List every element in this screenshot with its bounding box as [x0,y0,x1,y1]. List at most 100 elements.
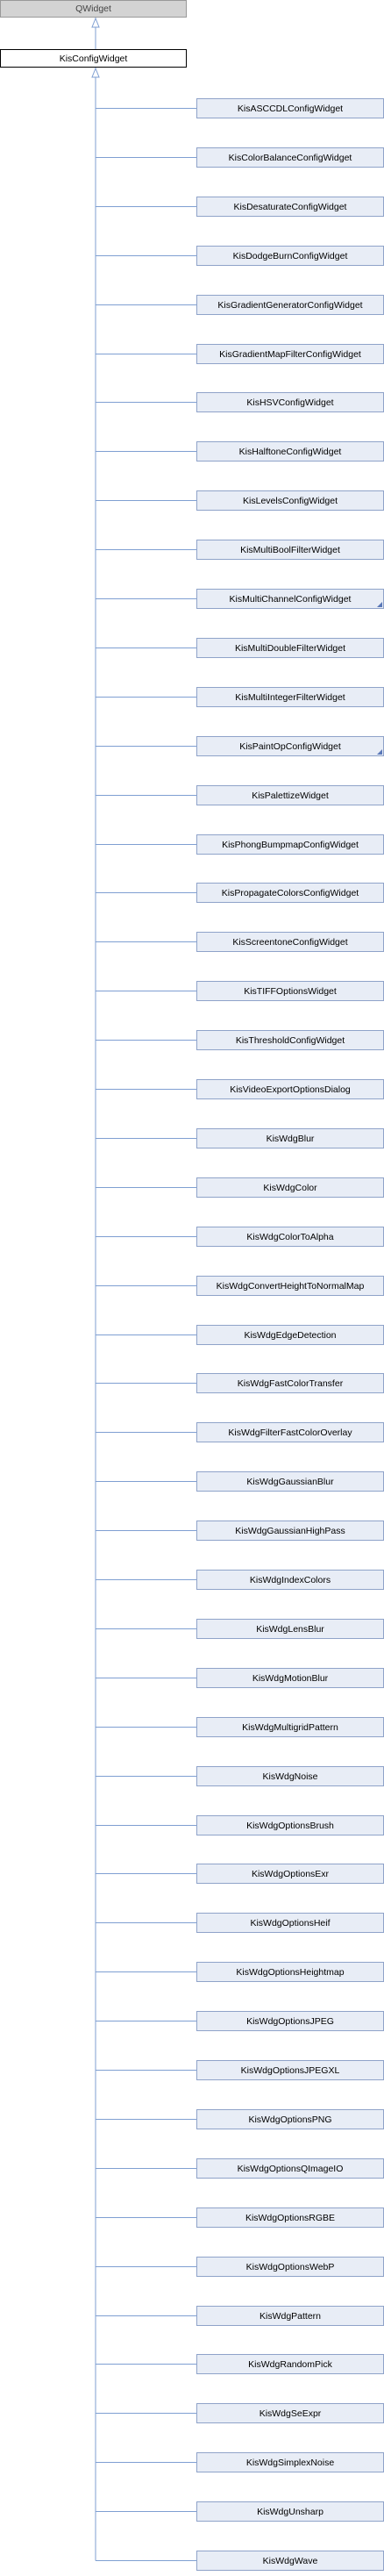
class-node-label: KisWdgIndexColors [249,1574,331,1585]
class-node-label: KisLevelsConfigWidget [243,495,338,506]
class-node-kis-wdg-options-heightmap[interactable]: KisWdgOptionsHeightmap [196,1962,384,1982]
class-node-kis-wdg-options-png[interactable]: KisWdgOptionsPNG [196,2109,384,2129]
class-node-label: KisWdgNoise [262,1771,318,1782]
class-node-kis-asccdl-config-widget[interactable]: KisASCCDLConfigWidget [196,98,384,118]
class-node-label: KisWdgOptionsHeightmap [236,1966,345,1978]
class-node-kis-wdg-se-expr[interactable]: KisWdgSeExpr [196,2403,384,2423]
class-node-kisconfigwidget[interactable]: KisConfigWidget [0,49,187,68]
class-node-kis-desaturate-config-widget[interactable]: KisDesaturateConfigWidget [196,197,384,217]
class-node-kis-levels-config-widget[interactable]: KisLevelsConfigWidget [196,490,384,511]
class-node-label: KisPalettizeWidget [252,790,329,801]
class-node-kis-gradient-generator-config-widget[interactable]: KisGradientGeneratorConfigWidget [196,295,384,315]
class-node-label: KisWdgOptionsWebP [245,2261,335,2272]
subclass-marker-icon [377,602,382,607]
class-node-label: KisWdgColorToAlpha [246,1231,334,1242]
class-node-label: KisScreentoneConfigWidget [232,936,348,948]
class-node-label: KisWdgColor [263,1182,317,1193]
class-node-kis-wdg-convert-height-to-normal-map[interactable]: KisWdgConvertHeightToNormalMap [196,1276,384,1296]
class-node-label: KisWdgOptionsPNG [248,2114,332,2125]
class-node-kis-multi-channel-config-widget[interactable]: KisMultiChannelConfigWidget [196,589,384,609]
class-node-label: KisHSVConfigWidget [246,397,334,408]
class-node-label: KisWdgPattern [259,2310,322,2322]
class-node-kis-wdg-multigrid-pattern[interactable]: KisWdgMultigridPattern [196,1717,384,1737]
class-node-kis-wdg-edge-detection[interactable]: KisWdgEdgeDetection [196,1325,384,1345]
class-node-kis-wdg-filter-fast-color-overlay[interactable]: KisWdgFilterFastColorOverlay [196,1422,384,1442]
class-node-label: KisWdgOptionsQImageIO [237,2163,344,2174]
class-node-label: KisWdgSeExpr [259,2408,322,2419]
class-node-kis-wdg-options-web-p[interactable]: KisWdgOptionsWebP [196,2257,384,2277]
class-node-kis-wdg-options-exr[interactable]: KisWdgOptionsExr [196,1864,384,1884]
class-node-label: KisMultiDoubleFilterWidget [234,642,346,654]
class-node-label: KisWdgFastColorTransfer [237,1377,344,1389]
class-node-label: KisMultiIntegerFilterWidget [235,691,345,703]
class-node-qwidget[interactable]: QWidget [0,0,187,18]
class-node-kis-hsv-config-widget[interactable]: KisHSVConfigWidget [196,392,384,412]
class-node-label: KisWdgOptionsJPEGXL [240,2064,340,2076]
class-node-kis-color-balance-config-widget[interactable]: KisColorBalanceConfigWidget [196,147,384,168]
class-node-label: KisThresholdConfigWidget [235,1034,345,1046]
class-node-kis-wdg-options-heif[interactable]: KisWdgOptionsHeif [196,1913,384,1933]
class-node-kis-wdg-blur[interactable]: KisWdgBlur [196,1128,384,1148]
class-node-kis-wdg-simplex-noise[interactable]: KisWdgSimplexNoise [196,2452,384,2472]
class-node-label: KisGradientMapFilterConfigWidget [219,348,361,360]
class-node-label: KisASCCDLConfigWidget [237,103,344,114]
class-node-label: KisWdgGaussianBlur [246,1476,334,1487]
class-node-kis-wdg-options-brush[interactable]: KisWdgOptionsBrush [196,1815,384,1835]
class-node-label: KisWdgOptionsJPEG [246,2015,334,2027]
class-node-label: KisWdgRandomPick [248,2358,332,2370]
class-node-label: KisGradientGeneratorConfigWidget [217,299,363,311]
class-node-kis-wdg-color-to-alpha[interactable]: KisWdgColorToAlpha [196,1227,384,1247]
class-node-kis-wdg-noise[interactable]: KisWdgNoise [196,1766,384,1786]
class-node-label: KisWdgOptionsHeif [250,1917,331,1928]
class-node-label: KisMultiBoolFilterWidget [240,544,340,555]
class-node-label: KisWdgGaussianHighPass [235,1525,345,1536]
class-node-label: KisWdgBlur [266,1133,315,1144]
class-node-label: KisHalftoneConfigWidget [238,446,342,457]
class-node-kis-wdg-options-rgbe[interactable]: KisWdgOptionsRGBE [196,2207,384,2228]
class-node-label: KisMultiChannelConfigWidget [229,593,352,605]
subclass-marker-icon [377,749,382,755]
class-node-kis-wdg-fast-color-transfer[interactable]: KisWdgFastColorTransfer [196,1373,384,1393]
class-node-kis-multi-bool-filter-widget[interactable]: KisMultiBoolFilterWidget [196,540,384,560]
class-node-kis-wdg-lens-blur[interactable]: KisWdgLensBlur [196,1619,384,1639]
class-node-kis-video-export-options-dialog[interactable]: KisVideoExportOptionsDialog [196,1079,384,1099]
class-node-label: KisColorBalanceConfigWidget [228,152,352,163]
class-node-kis-paint-op-config-widget[interactable]: KisPaintOpConfigWidget [196,736,384,756]
class-node-label: KisPaintOpConfigWidget [239,741,341,752]
class-node-kis-wdg-random-pick[interactable]: KisWdgRandomPick [196,2354,384,2374]
class-node-kis-wdg-options-jpeg[interactable]: KisWdgOptionsJPEG [196,2011,384,2031]
class-node-kis-wdg-wave[interactable]: KisWdgWave [196,2551,384,2571]
class-node-kis-threshold-config-widget[interactable]: KisThresholdConfigWidget [196,1030,384,1050]
class-node-label: KisDesaturateConfigWidget [233,201,347,212]
class-node-kis-wdg-pattern[interactable]: KisWdgPattern [196,2306,384,2326]
class-node-label: KisWdgSimplexNoise [245,2457,335,2468]
class-node-kis-gradient-map-filter-config-widget[interactable]: KisGradientMapFilterConfigWidget [196,344,384,364]
class-node-kis-multi-integer-filter-widget[interactable]: KisMultiIntegerFilterWidget [196,687,384,707]
class-node-kis-wdg-index-colors[interactable]: KisWdgIndexColors [196,1570,384,1590]
class-node-label: KisWdgFilterFastColorOverlay [228,1427,352,1438]
class-node-kis-wdg-color[interactable]: KisWdgColor [196,1177,384,1198]
class-node-label: KisWdgOptionsExr [251,1868,330,1879]
class-node-label: KisWdgUnsharp [257,2506,324,2517]
class-node-kis-phong-bumpmap-config-widget[interactable]: KisPhongBumpmapConfigWidget [196,834,384,855]
class-node-label: KisVideoExportOptionsDialog [230,1084,351,1095]
class-node-kis-wdg-unsharp[interactable]: KisWdgUnsharp [196,2501,384,2522]
class-node-label: KisWdgLensBlur [256,1623,324,1635]
class-node-kis-wdg-gaussian-high-pass[interactable]: KisWdgGaussianHighPass [196,1521,384,1541]
class-node-kis-screentone-config-widget[interactable]: KisScreentoneConfigWidget [196,932,384,952]
inheritance-arrowhead [91,67,100,78]
class-node-kis-wdg-options-q-image-io[interactable]: KisWdgOptionsQImageIO [196,2158,384,2179]
class-node-kis-halftone-config-widget[interactable]: KisHalftoneConfigWidget [196,441,384,462]
class-node-kis-tiff-options-widget[interactable]: KisTIFFOptionsWidget [196,981,384,1001]
class-node-label: KisWdgOptionsBrush [246,1820,334,1831]
class-node-kis-wdg-options-jpegxl[interactable]: KisWdgOptionsJPEGXL [196,2060,384,2080]
class-node-kis-multi-double-filter-widget[interactable]: KisMultiDoubleFilterWidget [196,638,384,658]
class-node-label: KisTIFFOptionsWidget [244,985,337,997]
class-node-kis-dodge-burn-config-widget[interactable]: KisDodgeBurnConfigWidget [196,246,384,266]
class-node-kis-wdg-motion-blur[interactable]: KisWdgMotionBlur [196,1668,384,1688]
class-node-kis-wdg-gaussian-blur[interactable]: KisWdgGaussianBlur [196,1471,384,1492]
class-node-kis-propagate-colors-config-widget[interactable]: KisPropagateColorsConfigWidget [196,883,384,903]
class-node-kis-palettize-widget[interactable]: KisPalettizeWidget [196,785,384,805]
class-node-label: KisWdgWave [262,2555,318,2566]
